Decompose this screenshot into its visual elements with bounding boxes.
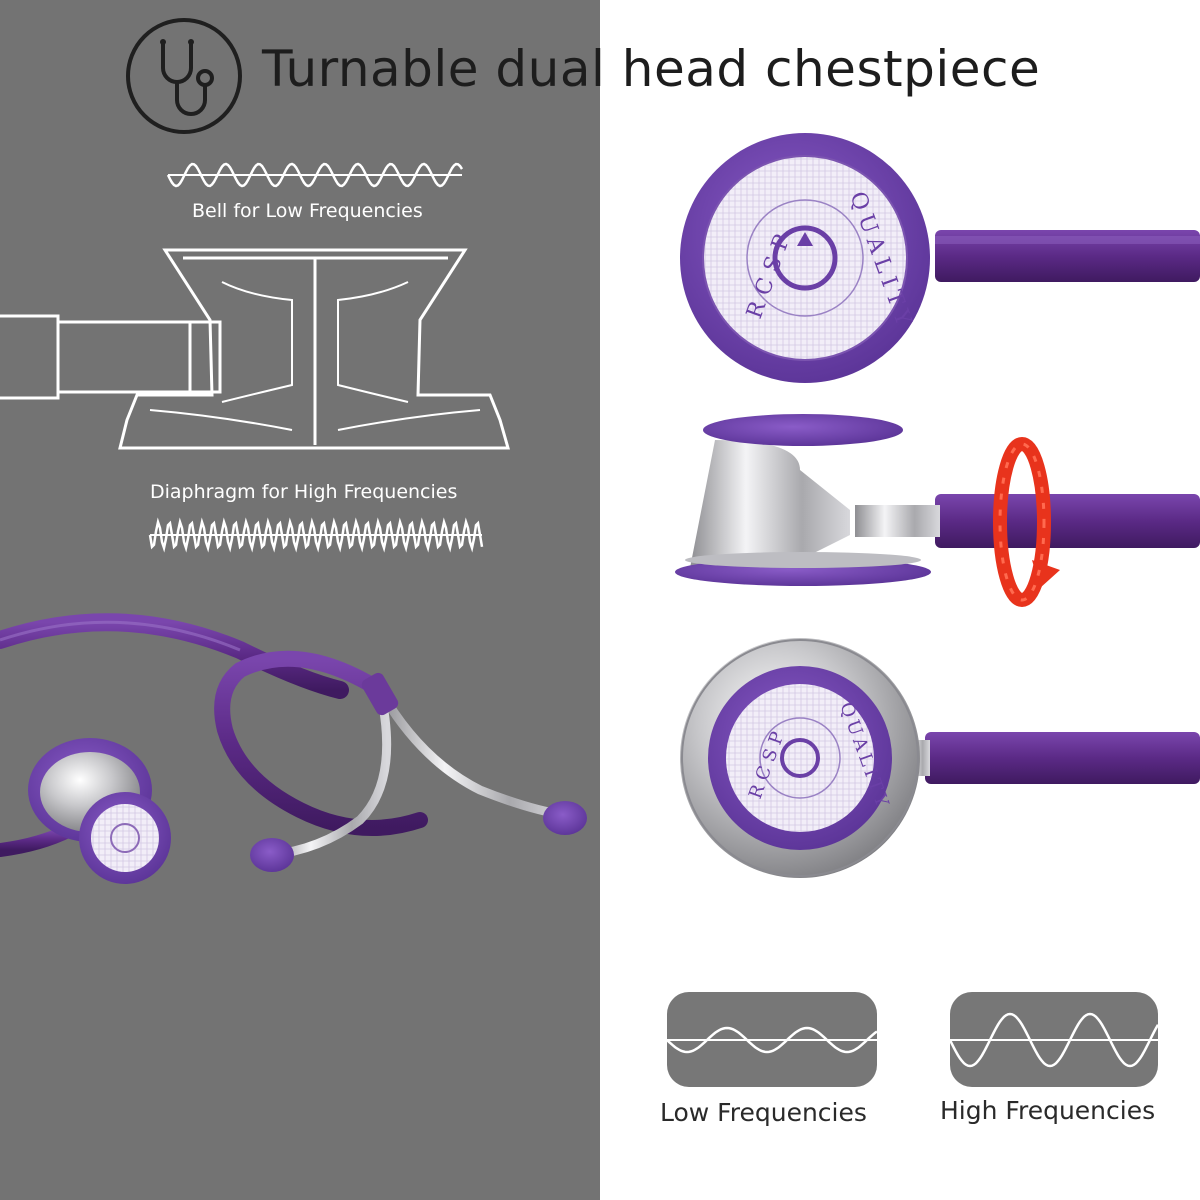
- low-frequency-legend-box: [666, 992, 878, 1087]
- bell-label: Bell for Low Frequencies: [192, 200, 423, 222]
- high-frequency-legend-box: [948, 992, 1160, 1087]
- chestpiece-side-view: [675, 414, 1200, 586]
- high-frequency-wave: [148, 517, 484, 553]
- chestpiece-cross-section: [0, 248, 510, 450]
- chestpiece-diaphragm-view: RCSP QUALITY: [680, 133, 1200, 383]
- page-title: Turnable dual head chestpiece: [262, 40, 1041, 98]
- stethoscope-icon: [126, 18, 242, 134]
- rotate-arrow-icon: [993, 437, 1060, 607]
- low-frequency-wave: [166, 162, 464, 188]
- high-frequency-label: High Frequencies: [940, 1096, 1156, 1125]
- chestpiece-bell-view: RCSP QUALITY: [680, 638, 1200, 878]
- stethoscope-photo: [0, 613, 587, 884]
- left-panel: [0, 0, 600, 1200]
- low-frequency-label: Low Frequencies: [660, 1098, 867, 1127]
- diaphragm-label: Diaphragm for High Frequencies: [150, 481, 458, 503]
